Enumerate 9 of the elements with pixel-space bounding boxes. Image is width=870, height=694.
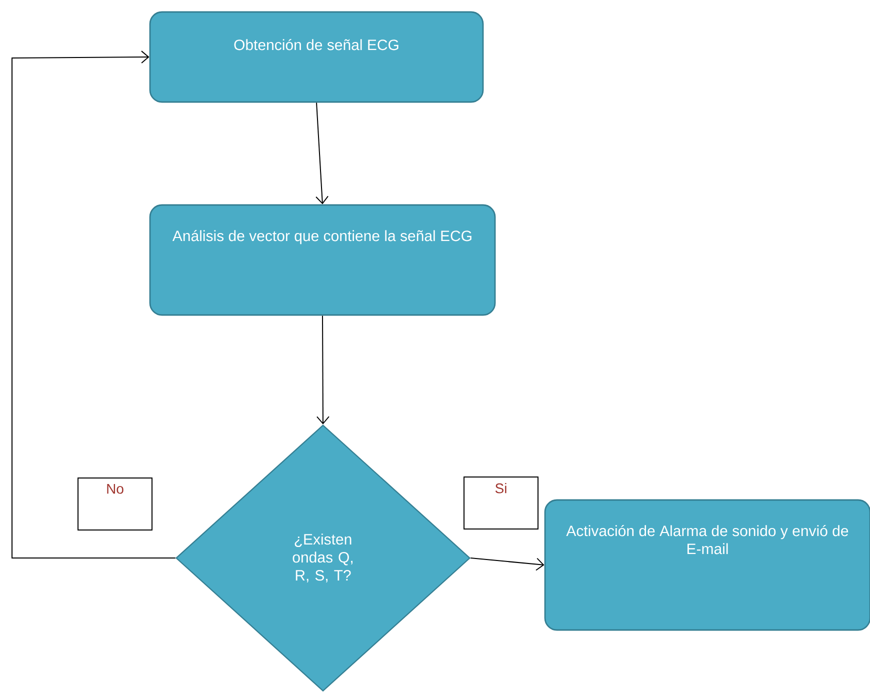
- process-box: Activación de Alarma de sonido y envió de E-mail: [544, 499, 870, 631]
- edge-label: Si: [464, 476, 538, 530]
- arrow: [316, 315, 330, 424]
- edge-label: No: [78, 478, 152, 530]
- process-box: Obtención de señal ECG: [149, 11, 484, 103]
- process-box: Análisis de vector que contiene la señal ECG: [149, 204, 496, 316]
- arrow: [12, 50, 176, 558]
- arrow: [470, 558, 544, 571]
- arrow: [316, 102, 329, 204]
